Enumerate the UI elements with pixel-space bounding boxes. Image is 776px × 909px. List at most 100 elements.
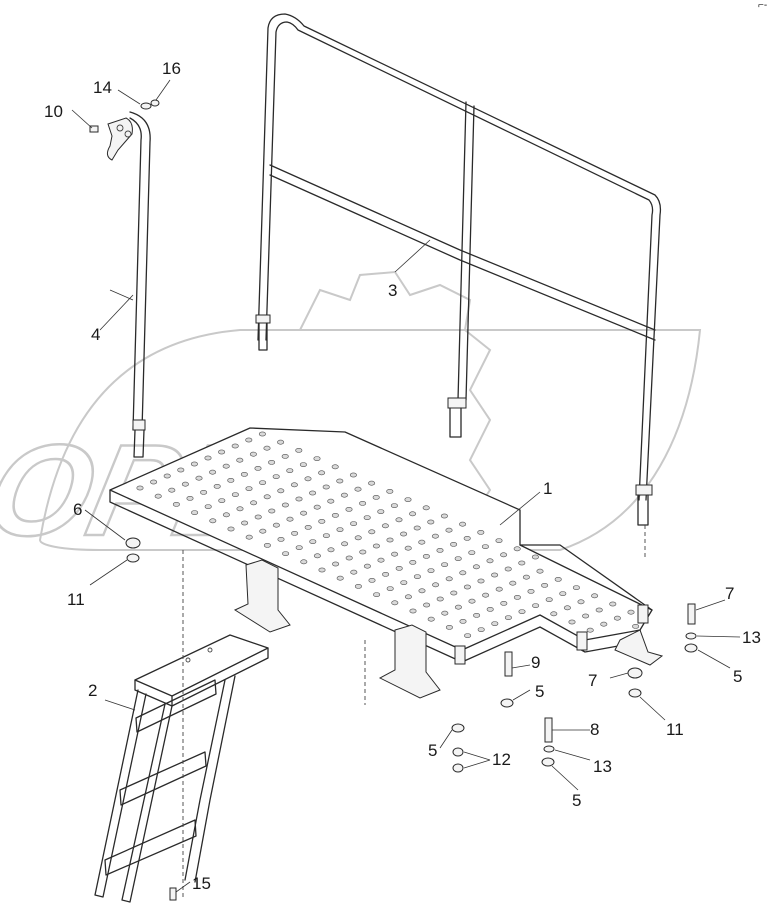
washer-13 (543, 745, 555, 753)
deck-hole (186, 495, 194, 501)
deck-hole (272, 474, 280, 479)
deck-hole (409, 560, 417, 565)
deck-hole (500, 601, 508, 606)
deck-hole (559, 591, 567, 596)
deck-hole (463, 584, 471, 590)
deck-hole (249, 451, 257, 457)
deck-hole (459, 619, 467, 624)
deck-hole (313, 456, 321, 461)
washer-5-center (500, 698, 514, 708)
deck-hole (632, 624, 640, 629)
washer-5-right (684, 643, 698, 653)
deck-hole (368, 578, 376, 583)
deck-hole (336, 575, 344, 581)
deck-hole (295, 496, 303, 502)
deck-hole (336, 478, 344, 484)
deck-hole (591, 593, 599, 599)
deck-hole (481, 544, 489, 549)
deck-hole (491, 621, 499, 626)
deck-hole (295, 447, 303, 453)
deck-hole (486, 558, 494, 564)
deck-hole (354, 584, 362, 589)
deck-hole (386, 586, 394, 591)
deck-hole (400, 531, 408, 537)
deck-hole (536, 568, 544, 574)
deck-hole (409, 608, 417, 614)
deck-hole (609, 601, 617, 607)
bolt-8 (544, 717, 553, 743)
deck-hole (272, 522, 280, 528)
nut-6 (125, 537, 141, 549)
deck-hole (268, 508, 276, 514)
nut-7 (627, 667, 643, 679)
foot-left (233, 559, 291, 633)
callout-3: 3 (388, 281, 397, 300)
deck-hole (254, 465, 262, 471)
deck-hole (554, 577, 562, 582)
deck-hole (245, 534, 253, 540)
deck-hole (436, 548, 444, 553)
nut-11-right (628, 688, 642, 698)
deck-hole (482, 592, 490, 598)
deck-hole (418, 588, 426, 594)
deck-hole (363, 563, 371, 569)
callout-5-center: 5 (535, 682, 544, 701)
deck-hole (259, 480, 267, 485)
deck-hole (213, 483, 221, 489)
callout-13-right: 13 (742, 628, 761, 647)
deck-hole (359, 500, 367, 506)
deck-hole (177, 467, 185, 473)
callout-4: 4 (91, 325, 100, 344)
deck-hole (386, 537, 394, 543)
deck-hole (427, 568, 435, 573)
deck-hole (477, 578, 485, 584)
deck-hole (209, 518, 217, 524)
deck-hole (300, 510, 308, 516)
nut-12b (452, 763, 464, 773)
deck-hole (350, 569, 358, 575)
deck-hole (227, 526, 235, 532)
deck-hole (504, 566, 512, 572)
deck-hole (518, 609, 526, 614)
deck-hole (204, 504, 212, 509)
deck-hole (377, 509, 385, 514)
deck-hole (477, 530, 485, 535)
deck-hole (245, 437, 253, 443)
deck-hole (331, 464, 339, 470)
deck-hole (236, 506, 244, 512)
deck-hole (464, 633, 472, 638)
deck-hole (391, 600, 399, 606)
deck-hole (463, 536, 471, 541)
callout-16: 16 (162, 59, 181, 78)
deck-hole (454, 604, 462, 610)
deck-hole (373, 592, 381, 597)
deck-hole (600, 621, 608, 627)
deck-hole (440, 513, 448, 519)
deck-hole (545, 597, 553, 602)
deck-hole (254, 514, 262, 520)
deck-hole (286, 516, 294, 522)
deck-hole (404, 594, 412, 600)
deck-hole (432, 582, 440, 588)
deck-hole (495, 586, 503, 592)
deck-hole (195, 475, 203, 481)
guard-rail (255, 13, 662, 526)
deck-hole (422, 505, 430, 511)
deck-hole (245, 486, 253, 491)
deck-hole (418, 539, 426, 545)
deck-hole (427, 519, 435, 525)
deck-hole (318, 470, 326, 476)
deck-hole (627, 609, 635, 615)
deck-hole (281, 502, 289, 508)
deck-hole (231, 443, 239, 449)
deck-hole (231, 492, 239, 497)
deck-hole (445, 625, 453, 630)
deck-hole (354, 535, 362, 541)
callout-11-right: 11 (666, 720, 684, 739)
deck-hole (190, 461, 198, 467)
deck-hole (477, 627, 485, 632)
washer-5-left (451, 723, 465, 733)
deck-hole (382, 572, 390, 577)
